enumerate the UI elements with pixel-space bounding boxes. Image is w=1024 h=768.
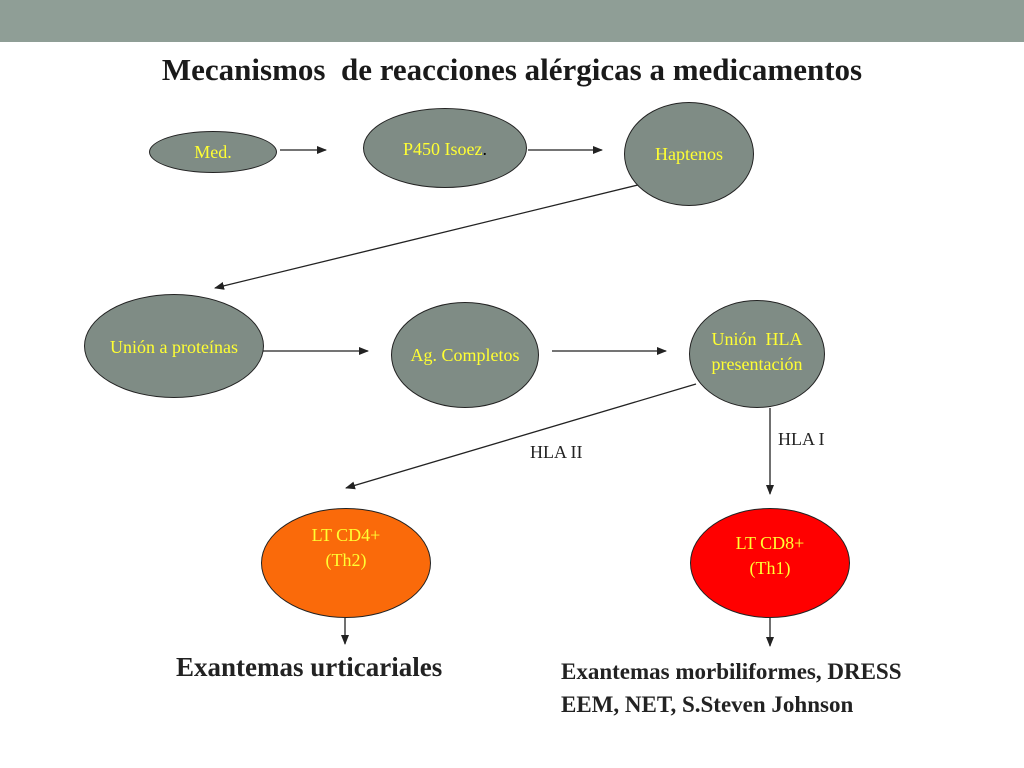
outcome-morbiliformes-line1: Exantemas morbiliformes, DRESS xyxy=(561,659,902,684)
node-lt-cd8-label: LT CD8+ (Th1) xyxy=(735,533,805,578)
node-ag-completos-label: Ag. Completos xyxy=(410,344,520,365)
header-bar xyxy=(0,0,1024,42)
node-union-proteinas-label: Unión a proteínas xyxy=(110,337,238,357)
node-p450-suffix: . xyxy=(482,139,488,159)
node-union-hla: Unión HLA presentación xyxy=(689,300,825,408)
edge-label-hla-i: HLA I xyxy=(778,429,825,449)
outcome-morbiliformes-line2: EEM, NET, S.Steven Johnson xyxy=(561,692,854,717)
node-ag-completos: Ag. Completos xyxy=(391,302,539,408)
arrow-haptenos-to-union-proteinas xyxy=(214,183,643,290)
node-med-label: Med. xyxy=(194,141,232,162)
node-lt-cd4-label: LT CD4+ (Th2) xyxy=(311,525,381,570)
node-med: Med. xyxy=(149,131,277,173)
slide-title: Mecanismos de reacciones alérgicas a med… xyxy=(161,52,863,87)
node-lt-cd4: LT CD4+ (Th2) xyxy=(261,508,431,618)
edge-label-hla-ii: HLA II xyxy=(530,442,583,462)
outcome-urticariales: Exantemas urticariales xyxy=(176,652,443,682)
arrow-union-hla-to-lt-cd4 xyxy=(345,383,697,490)
node-haptenos: Haptenos xyxy=(624,102,754,206)
node-p450-isoez: P450 Isoez. xyxy=(363,108,527,188)
node-union-hla-label: Unión HLA presentación xyxy=(711,329,803,374)
node-p450-label: P450 Isoez xyxy=(403,139,483,159)
node-haptenos-label: Haptenos xyxy=(655,143,723,164)
node-union-proteinas: Unión a proteínas xyxy=(84,294,264,398)
node-lt-cd8: LT CD8+ (Th1) xyxy=(690,508,850,618)
